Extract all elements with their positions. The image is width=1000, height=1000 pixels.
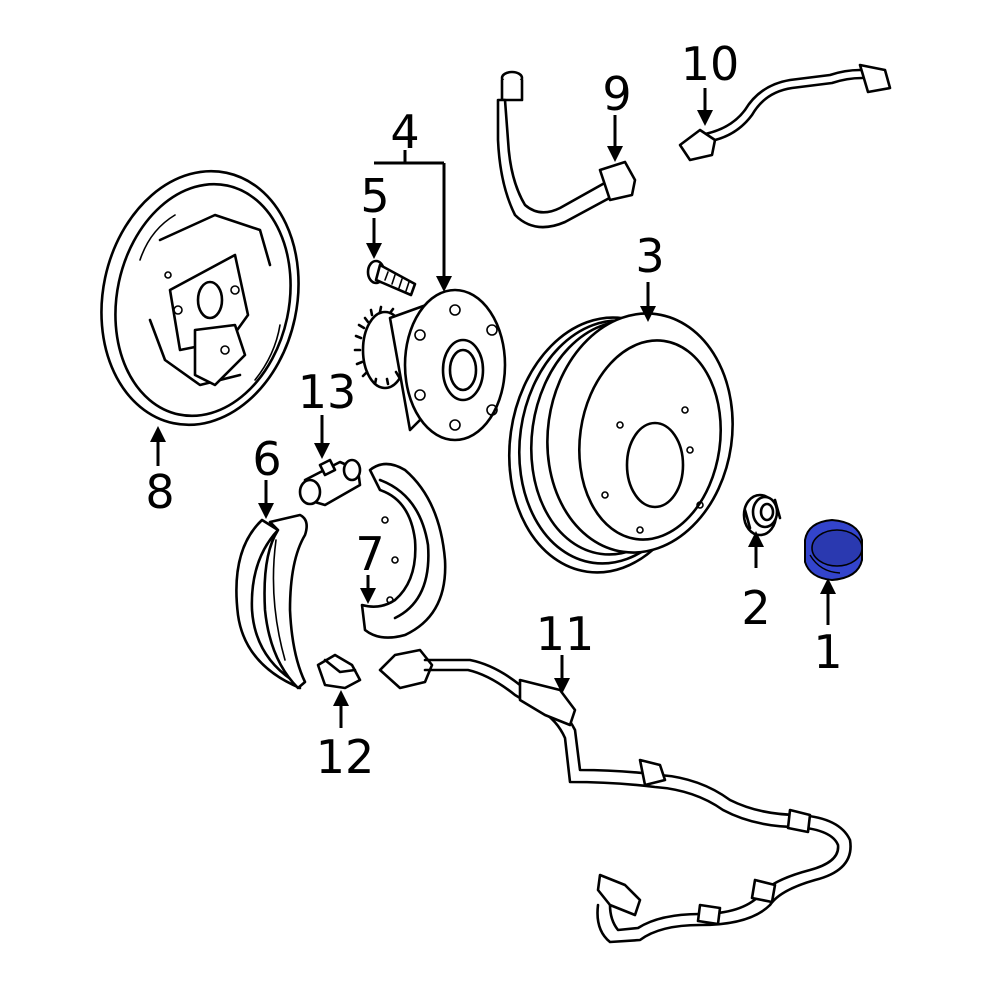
leader-arrows bbox=[150, 88, 836, 728]
callout-13: 13 bbox=[298, 365, 357, 419]
part-13-wheel-cylinder[interactable] bbox=[298, 458, 362, 507]
callout-2: 2 bbox=[741, 581, 770, 635]
part-7-brake-shoe-front[interactable] bbox=[360, 462, 447, 639]
callout-5: 5 bbox=[360, 169, 389, 223]
part-9-brake-hose[interactable] bbox=[496, 70, 637, 229]
part-6-brake-shoe[interactable] bbox=[235, 513, 308, 690]
callout-3: 3 bbox=[635, 229, 664, 283]
part-1-hub-cap[interactable] bbox=[804, 518, 863, 582]
callout-4: 4 bbox=[390, 105, 419, 159]
part-2-lug-nut[interactable] bbox=[742, 493, 782, 537]
part-11-abs-sensor[interactable] bbox=[378, 648, 852, 944]
callout-12: 12 bbox=[316, 730, 375, 784]
callout-11: 11 bbox=[536, 607, 595, 661]
part-10-brake-line[interactable] bbox=[678, 63, 892, 162]
part-4-hub-assembly[interactable] bbox=[353, 288, 507, 442]
callout-8: 8 bbox=[145, 465, 174, 519]
callout-7: 7 bbox=[355, 527, 384, 581]
part-5-hub-bolt[interactable] bbox=[366, 259, 417, 297]
callout-1: 1 bbox=[813, 625, 842, 679]
part-3-brake-drum[interactable] bbox=[493, 301, 748, 585]
part-12-clip[interactable] bbox=[316, 653, 362, 690]
callout-10: 10 bbox=[681, 37, 740, 91]
part-8-backing-plate[interactable] bbox=[79, 153, 322, 444]
callout-6: 6 bbox=[252, 432, 281, 486]
callout-labels: 1 2 3 4 5 6 7 8 9 10 11 12 13 bbox=[145, 37, 842, 784]
callout-9: 9 bbox=[602, 67, 631, 121]
